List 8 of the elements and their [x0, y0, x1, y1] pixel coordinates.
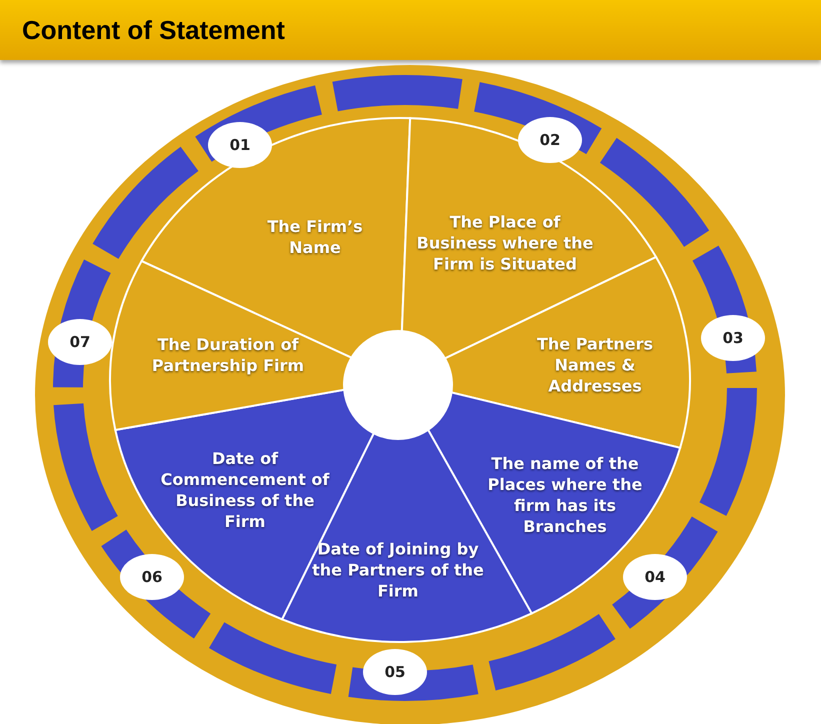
slice-label: The Duration of Partnership Firm [133, 334, 323, 376]
slice-label: The name of the Places where the firm has its Branches [480, 453, 650, 537]
slice-label: The Firm’s Name [245, 216, 385, 258]
slice-label: The Place of Business where the Firm is Situated [415, 212, 595, 274]
title: Content of Statement [22, 14, 285, 46]
slice-label: The Partners Names & Addresses [515, 334, 675, 396]
slice-label: Date of Joining by the Partners of the Firm [308, 538, 488, 602]
slice-label: Date of Commencement of Business of the Firm [160, 448, 330, 532]
